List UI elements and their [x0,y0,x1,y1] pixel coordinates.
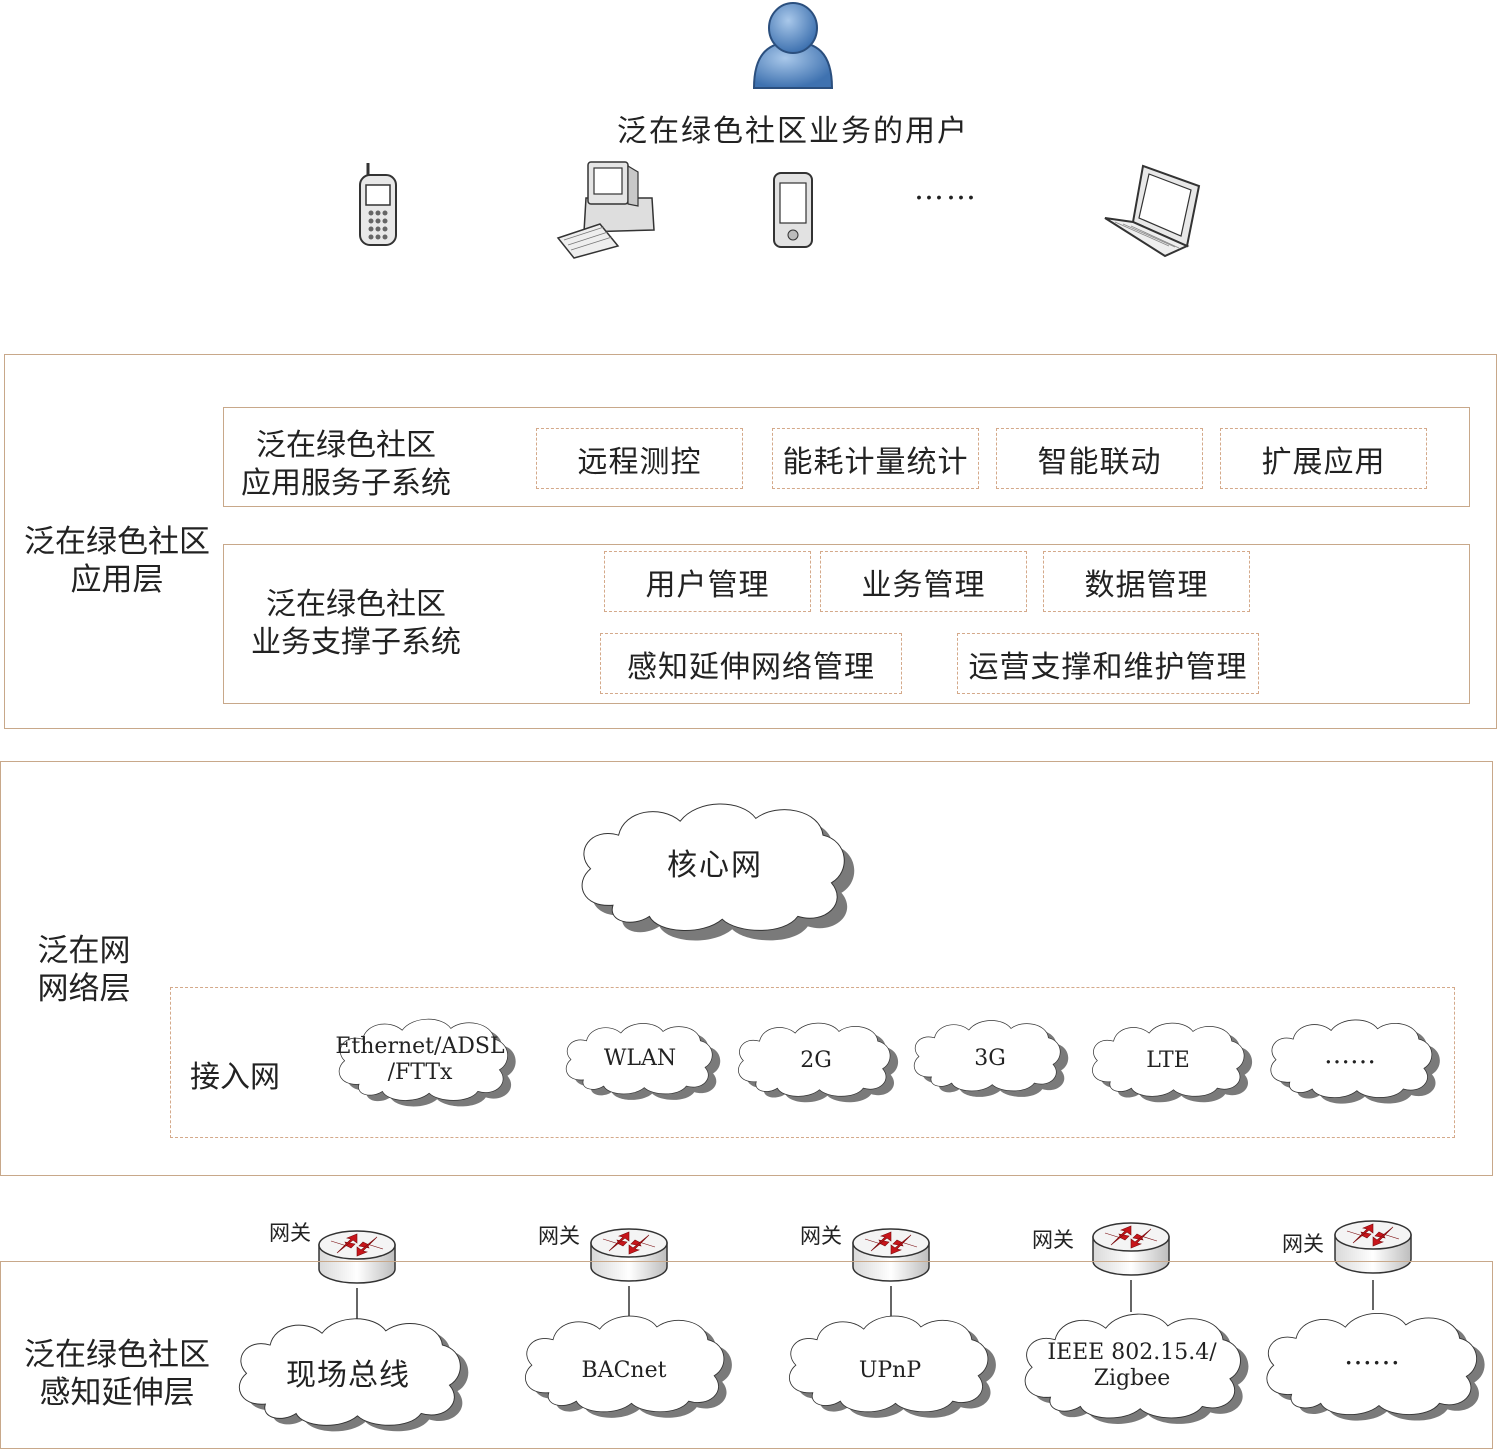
sensing-zigbee-label: IEEE 802.15.4/ Zigbee [1032,1340,1232,1392]
access-3g-label: 3G [974,1046,1006,1071]
pda-icon [773,172,813,248]
access-network-region [170,987,1455,1138]
service-subsystem-label-line2: 应用服务子系统 [241,466,451,501]
support-operation-maintenance: 运营支撑和维护管理 [957,633,1259,694]
gateway-label-2: 网关 [538,1224,580,1248]
access-more-label: …… [1324,1040,1376,1070]
access-ethernet-label: Ethernet/ADSL /FTTx [320,1034,520,1086]
access-2g-label: 2G [800,1048,832,1073]
support-business-management: 业务管理 [820,551,1027,612]
gateway-label-3: 网关 [800,1224,842,1248]
service-smart-linkage: 智能联动 [996,428,1203,489]
user-label: 泛在绿色社区业务的用户 [617,114,969,149]
service-subsystem-label: 泛在绿色社区 应用服务子系统 [226,427,466,503]
support-subsystem-label-line1: 泛在绿色社区 [266,587,446,622]
support-sensing-network-management: 感知延伸网络管理 [600,633,902,694]
core-network-label: 核心网 [667,848,763,883]
sensing-zigbee-line2: Zigbee [1093,1366,1171,1391]
sensing-zigbee-line1: IEEE 802.15.4/ [1047,1340,1217,1365]
sensing-fieldbus-label: 现场总线 [286,1358,410,1393]
sensing-layer-label: 泛在绿色社区 感知延伸层 [14,1336,220,1412]
application-layer-label-line1: 泛在绿色社区 [24,524,210,560]
gateway-label-1: 网关 [269,1221,311,1245]
network-layer-label: 泛在网 网络层 [22,932,146,1008]
application-service-subsystem [223,407,1470,507]
access-wlan-label: WLAN [603,1046,677,1071]
desktop-computer-icon [556,161,655,259]
mobile-phone-icon [359,163,397,246]
business-support-subsystem [223,544,1470,704]
support-data-management: 数据管理 [1043,551,1250,612]
access-ethernet-line1: Ethernet/ADSL [335,1034,505,1059]
laptop-icon [1104,164,1201,258]
service-remote-control: 远程测控 [536,428,743,489]
access-ethernet-line2: /FTTx [387,1060,453,1085]
more-devices-ellipsis: …… [914,172,978,207]
access-lte-label: LTE [1146,1048,1190,1073]
sensing-more-label: …… [1344,1338,1400,1371]
network-layer-label-line2: 网络层 [37,971,131,1007]
access-network-label: 接入网 [190,1060,280,1095]
network-layer [0,761,1493,1176]
application-layer-label-line2: 应用层 [70,562,164,598]
gateway-links [356,1280,1374,1320]
sensing-upnp-label: UPnP [858,1358,922,1383]
sensing-layer-label-line2: 感知延伸层 [39,1375,195,1411]
gateway-label-5: 网关 [1282,1232,1324,1256]
service-energy-metering: 能耗计量统计 [772,428,979,489]
gateway-label-4: 网关 [1032,1228,1074,1252]
support-subsystem-label: 泛在绿色社区 业务支撑子系统 [236,586,476,662]
sensing-layer-label-line1: 泛在绿色社区 [24,1337,210,1373]
sensing-extension-layer [0,1261,1493,1449]
user-icon [752,2,834,89]
network-layer-label-line1: 泛在网 [37,933,131,969]
sensing-bacnet-label: BACnet [581,1358,667,1383]
support-subsystem-label-line2: 业务支撑子系统 [251,625,461,660]
service-subsystem-label-line1: 泛在绿色社区 [256,428,436,463]
application-layer-label: 泛在绿色社区 应用层 [14,523,220,599]
support-user-management: 用户管理 [604,551,811,612]
service-extended-apps: 扩展应用 [1220,428,1427,489]
